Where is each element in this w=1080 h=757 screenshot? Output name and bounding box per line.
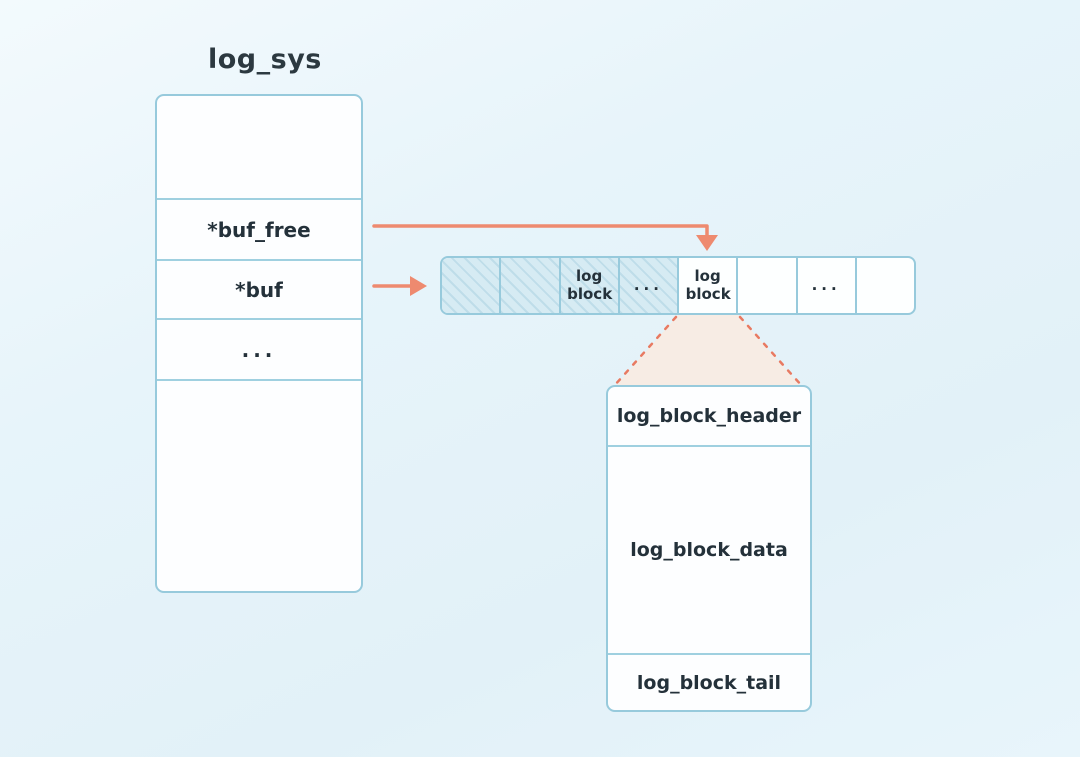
buffer-cell bbox=[442, 258, 500, 313]
struct-row-ellipsis: ... bbox=[157, 318, 361, 379]
detail-row-label: log_block_header bbox=[616, 405, 802, 427]
buffer-cell-label: ... bbox=[811, 275, 841, 294]
zoom-dashed-line-right bbox=[738, 315, 804, 388]
detail-row-header: log_block_header bbox=[608, 387, 810, 445]
buffer-cell-label: log block bbox=[685, 267, 731, 303]
log-sys-struct-box: *buf_free *buf ... bbox=[155, 94, 363, 593]
buffer-cell-label: log block bbox=[567, 267, 613, 303]
zoom-dashed-line-left bbox=[612, 315, 678, 388]
struct-row-empty-top bbox=[157, 96, 361, 198]
detail-row-data: log_block_data bbox=[608, 445, 810, 653]
buffer-cell-label: ... bbox=[633, 275, 663, 294]
log-block-detail-box: log_block_header log_block_data log_bloc… bbox=[606, 385, 812, 712]
buffer-cell bbox=[499, 258, 559, 313]
buf-free-arrowhead-icon bbox=[696, 235, 718, 251]
buffer-cell-log-block-filled: log block bbox=[558, 258, 618, 313]
detail-row-label: log_block_data bbox=[630, 539, 788, 561]
buf-arrowhead-icon bbox=[410, 276, 427, 296]
struct-row-empty-bottom bbox=[157, 379, 361, 591]
buffer-cell bbox=[854, 258, 914, 313]
struct-row-buf: *buf bbox=[157, 259, 361, 318]
struct-row-label: ... bbox=[241, 337, 277, 362]
log-sys-title: log_sys bbox=[208, 44, 322, 75]
buf-free-arrow bbox=[372, 224, 709, 239]
struct-row-label: *buf bbox=[235, 277, 283, 302]
struct-row-label: *buf_free bbox=[207, 217, 311, 242]
buffer-cell-ellipsis-filled: ... bbox=[617, 258, 677, 313]
buffer-cell-ellipsis-empty: ... bbox=[795, 258, 855, 313]
buffer-cell-log-block-current: log block bbox=[677, 258, 736, 313]
log-buffer-array: log block ... log block ... bbox=[440, 256, 916, 315]
detail-row-tail: log_block_tail bbox=[608, 653, 810, 710]
zoom-trapezoid bbox=[615, 315, 801, 387]
detail-row-label: log_block_tail bbox=[636, 671, 782, 694]
struct-row-buf-free: *buf_free bbox=[157, 198, 361, 259]
buffer-cell bbox=[736, 258, 795, 313]
